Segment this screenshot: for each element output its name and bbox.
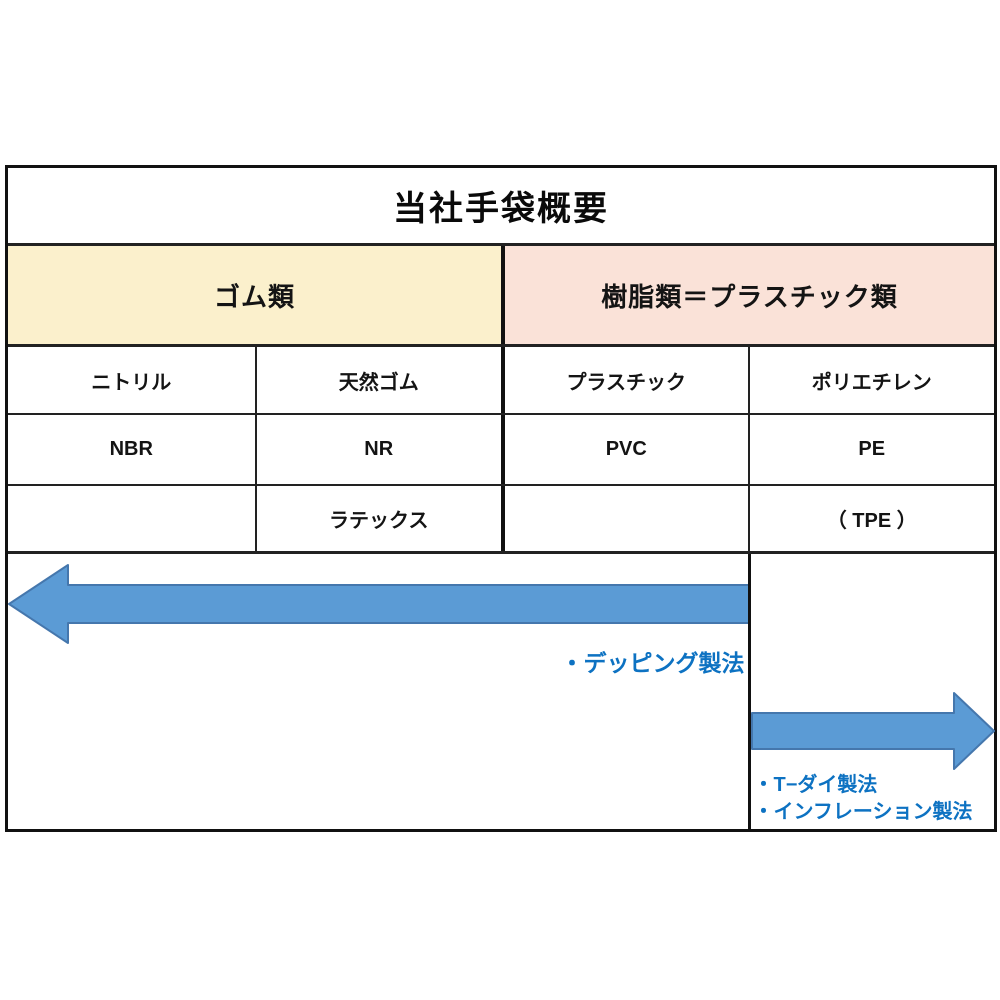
cell-extra-empty-2 <box>501 486 748 551</box>
group-label-plastic: 樹脂類＝プラスチック類 <box>601 281 898 312</box>
cell-material-polyethylene: ポリエチレン <box>747 347 995 413</box>
cell-material-natural-rubber: 天然ゴム <box>254 347 502 413</box>
material-code-row: NBR NR PVC PE <box>8 413 994 484</box>
cell-extra-latex: ラテックス <box>254 486 502 551</box>
group-label-rubber: ゴム類 <box>213 281 295 312</box>
cell-code-nbr: NBR <box>109 438 153 460</box>
cell-material-plastic: プラスチック <box>501 347 748 413</box>
inflation-method-label: ・インフレーション製法 <box>753 801 973 823</box>
extrusion-arrow-right-icon <box>750 692 995 770</box>
page-title: 当社手袋概要 <box>393 190 609 228</box>
dipping-method-label: ・デッピング製法 <box>560 650 745 676</box>
group-header-plastic: 樹脂類＝プラスチック類 <box>501 246 994 344</box>
group-header-row: ゴム類 樹脂類＝プラスチック類 <box>8 243 994 347</box>
cell-code-pe: PE <box>747 415 995 484</box>
cell-material-nitrile: ニトリル <box>91 371 172 394</box>
extrusion-method-cell: ・T−ダイ製法 ・インフレーション製法 <box>747 554 995 829</box>
extrusion-method-labels: ・T−ダイ製法 ・インフレーション製法 <box>754 772 973 826</box>
tdie-method-label: ・T−ダイ製法 <box>753 774 878 796</box>
cell-code-pvc: PVC <box>501 415 748 484</box>
cell-extra-empty-1 <box>8 486 255 551</box>
cell-code-nr: NR <box>254 415 502 484</box>
overview-table: 当社手袋概要 ゴム類 樹脂類＝プラスチック類 ニトリル 天然ゴム プラスチック … <box>5 165 997 832</box>
material-name-row: ニトリル 天然ゴム プラスチック ポリエチレン <box>8 347 994 413</box>
material-extra-row: ラテックス （ TPE ） <box>8 484 994 551</box>
cell-extra-tpe: （ TPE ） <box>747 486 995 551</box>
dipping-method-cell: ・デッピング製法 <box>8 554 751 829</box>
methods-row: ・デッピング製法 ・T−ダイ製法 ・インフレーション製法 <box>8 551 995 829</box>
group-header-rubber: ゴム類 <box>8 246 501 344</box>
dipping-arrow-left-icon <box>8 564 751 644</box>
title-row: 当社手袋概要 <box>8 168 994 243</box>
